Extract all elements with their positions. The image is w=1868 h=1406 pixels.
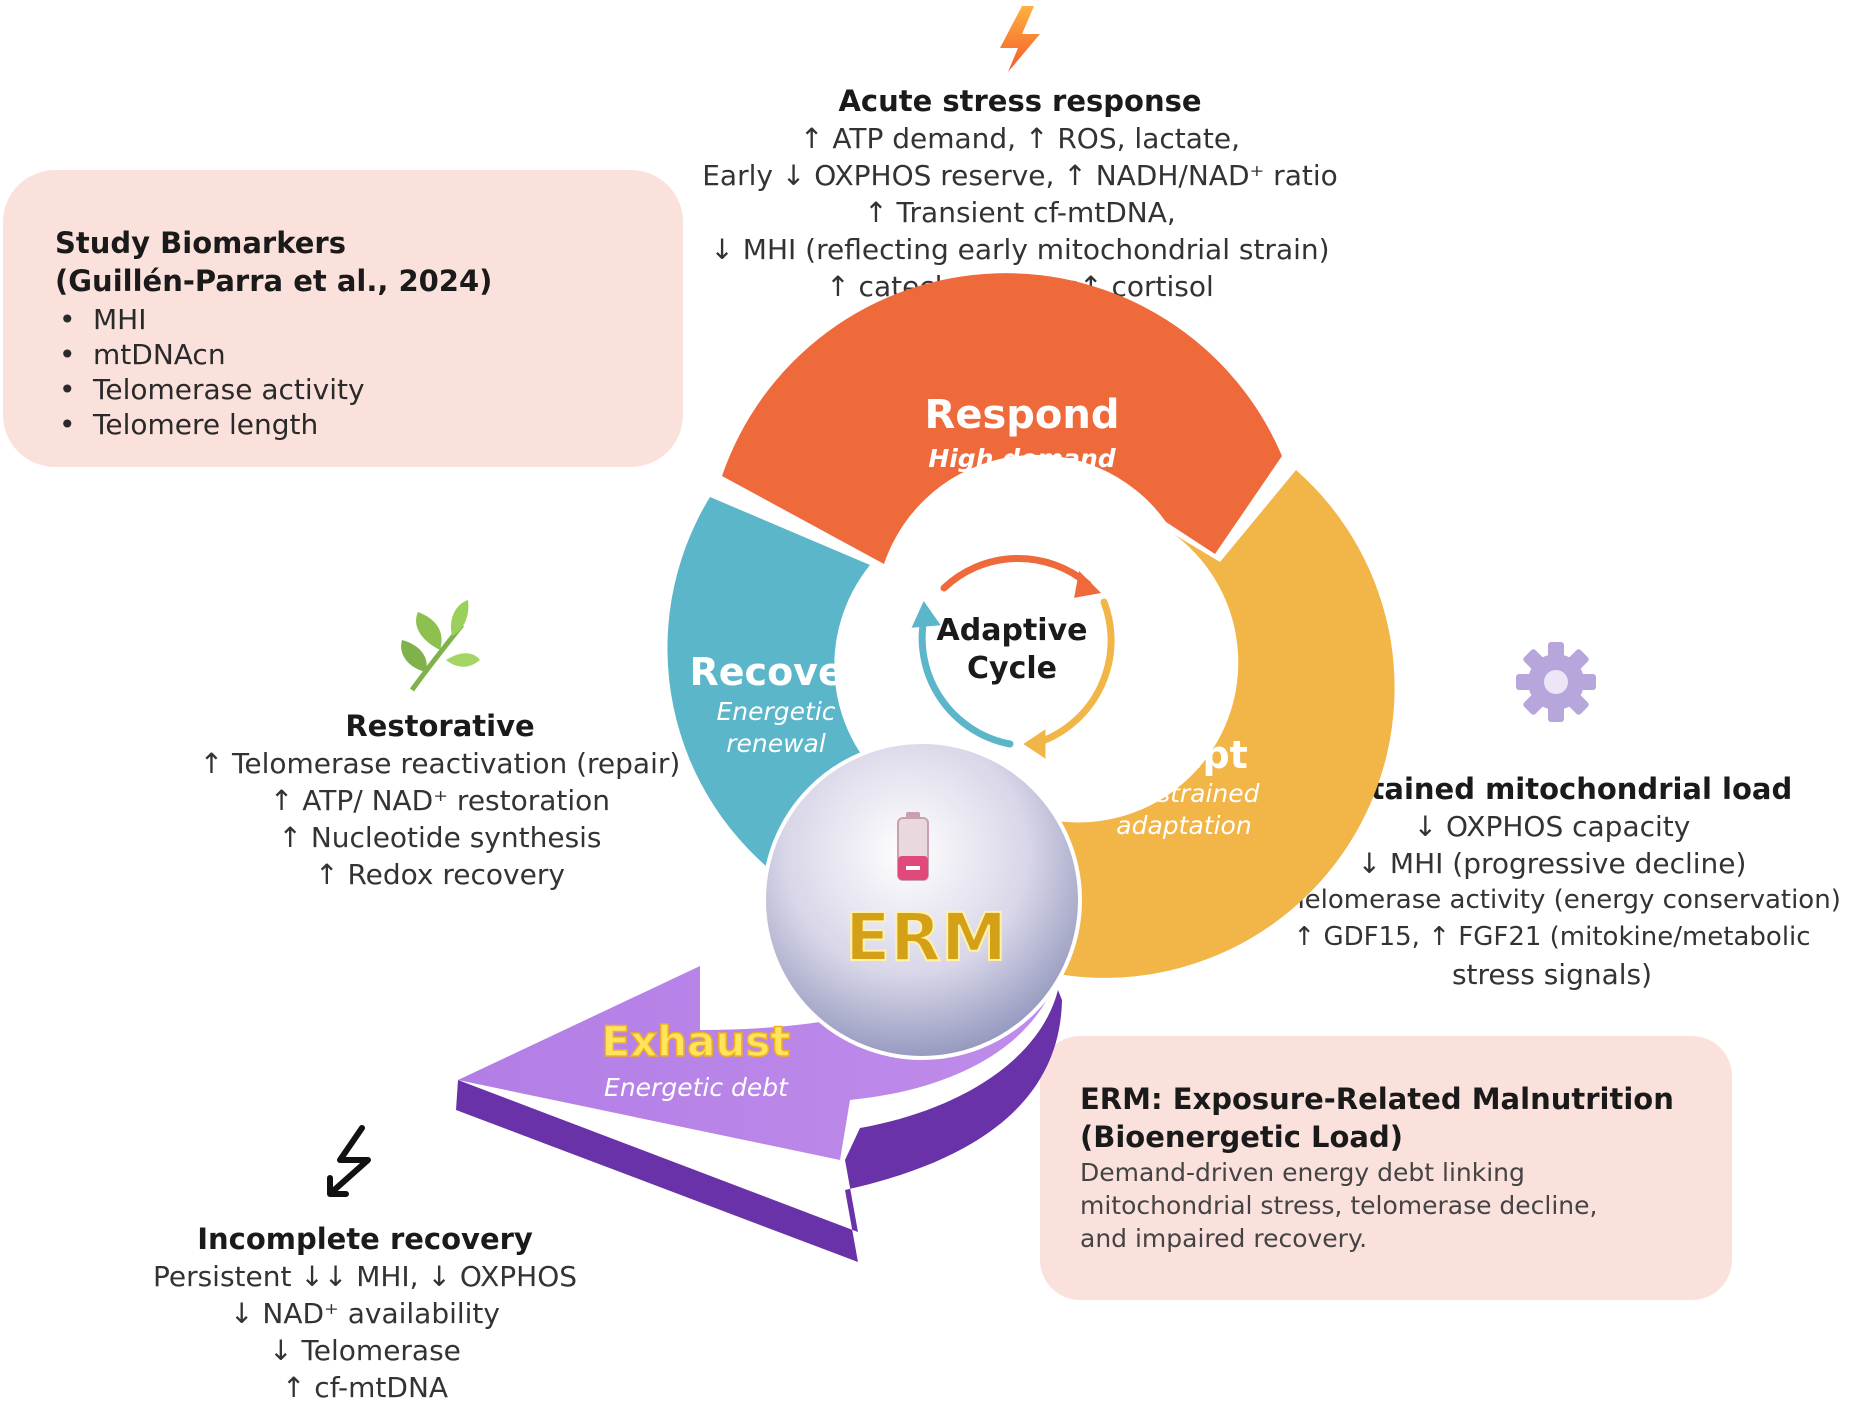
incomplete-line: ↓ NAD⁺ availability [230,1297,500,1330]
sustained-line: stress signals) [1451,958,1653,991]
acute-line: ↑ ATP demand, ↑ ROS, lactate, [800,122,1240,155]
sustained-line: ↓ OXPHOS capacity [1413,810,1691,843]
incomplete-recovery-block: Incomplete recovery Persistent ↓↓ MHI, ↓… [110,1220,620,1406]
adapt-segment [1010,470,1395,978]
sustained-line: ↓ Telomerase activity (energy conservati… [1263,885,1841,915]
adapt-sub-1: Constrained [1108,779,1259,808]
exhaust-label: Exhaust [602,1017,791,1066]
center-label-2: Cycle [967,651,1057,686]
sustained-line: ↓ MHI (progressive decline) [1357,847,1747,880]
incomplete-recovery-title: Incomplete recovery [197,1222,533,1256]
list-item: Telomerase activity [55,372,492,407]
acute-stress-title: Acute stress response [838,84,1202,118]
erm-box-line: Demand-driven energy debt linking [1080,1158,1525,1187]
erm-box-subtitle: (Bioenergetic Load) [1080,1120,1404,1154]
recover-label: Recover [690,650,863,694]
leaf-icon [401,600,480,692]
restorative-title: Restorative [345,709,535,743]
erm-label: ERM [845,899,1007,976]
list-item: Telomere length [55,407,492,442]
recover-sub-2: renewal [726,729,826,758]
cycle-arrows [911,554,1115,759]
acute-line: Early ↓ OXPHOS reserve, ↑ NADH/NAD⁺ rati… [702,159,1338,192]
incomplete-line: Persistent ↓↓ MHI, ↓ OXPHOS [152,1260,578,1293]
incomplete-line: ↓ Telomerase [269,1334,461,1367]
acute-line: ↑ Transient cf-mtDNA, [864,196,1176,229]
restorative-line: ↑ Telomerase reactivation (repair) [199,747,681,780]
erm-definition-box: ERM: Exposure-Related Malnutrition (Bioe… [1040,1036,1732,1300]
acute-line: ↓ MHI (reflecting early mitochondrial st… [710,233,1330,266]
respond-label: Respond [925,392,1120,438]
biomarkers-list: MHI mtDNAcn Telomerase activity Telomere… [55,302,492,442]
center-label-1: Adaptive [937,613,1088,648]
biomarkers-citation: (Guillén-Parra et al., 2024) [55,264,493,298]
battery-icon [897,812,929,881]
list-item: MHI [55,302,492,337]
restorative-line: ↑ Redox recovery [315,858,565,891]
respond-segment [722,273,1282,564]
recover-sub-1: Energetic [716,697,835,726]
exhaust-sub: Energetic debt [604,1073,789,1102]
sustained-line: ↑ GDF15, ↑ FGF21 (mitokine/metabolic [1293,922,1811,952]
restorative-line: ↑ ATP/ NAD⁺ restoration [269,784,611,817]
sustained-load-block: Sustained mitochondrial load ↓ OXPHOS ca… [1238,770,1866,993]
incomplete-line: ↑ cf-mtDNA [281,1371,449,1404]
restorative-block: Restorative ↑ Telomerase reactivation (r… [140,707,740,893]
sustained-load-title: Sustained mitochondrial load [1311,772,1793,806]
adapt-label: Adapt [1120,733,1248,777]
lightning-icon [1000,6,1040,72]
biomarkers-title: Study Biomarkers [55,226,346,260]
restorative-line: ↑ Nucleotide synthesis [278,821,602,854]
erm-box-line: mitochondrial stress, telomerase decline… [1080,1191,1598,1220]
erm-box-title: ERM: Exposure-Related Malnutrition [1080,1082,1674,1116]
gear-icon [1516,642,1596,722]
broken-lightning-icon [327,1125,371,1197]
adapt-sub-2: adaptation [1116,811,1251,840]
erm-sphere [762,740,1082,1060]
erm-box-line: and impaired recovery. [1080,1224,1368,1253]
study-biomarkers-box: Study Biomarkers (Guillén-Parra et al., … [3,170,683,467]
list-item: mtDNAcn [55,337,492,372]
respond-sub: High demand [928,444,1116,473]
